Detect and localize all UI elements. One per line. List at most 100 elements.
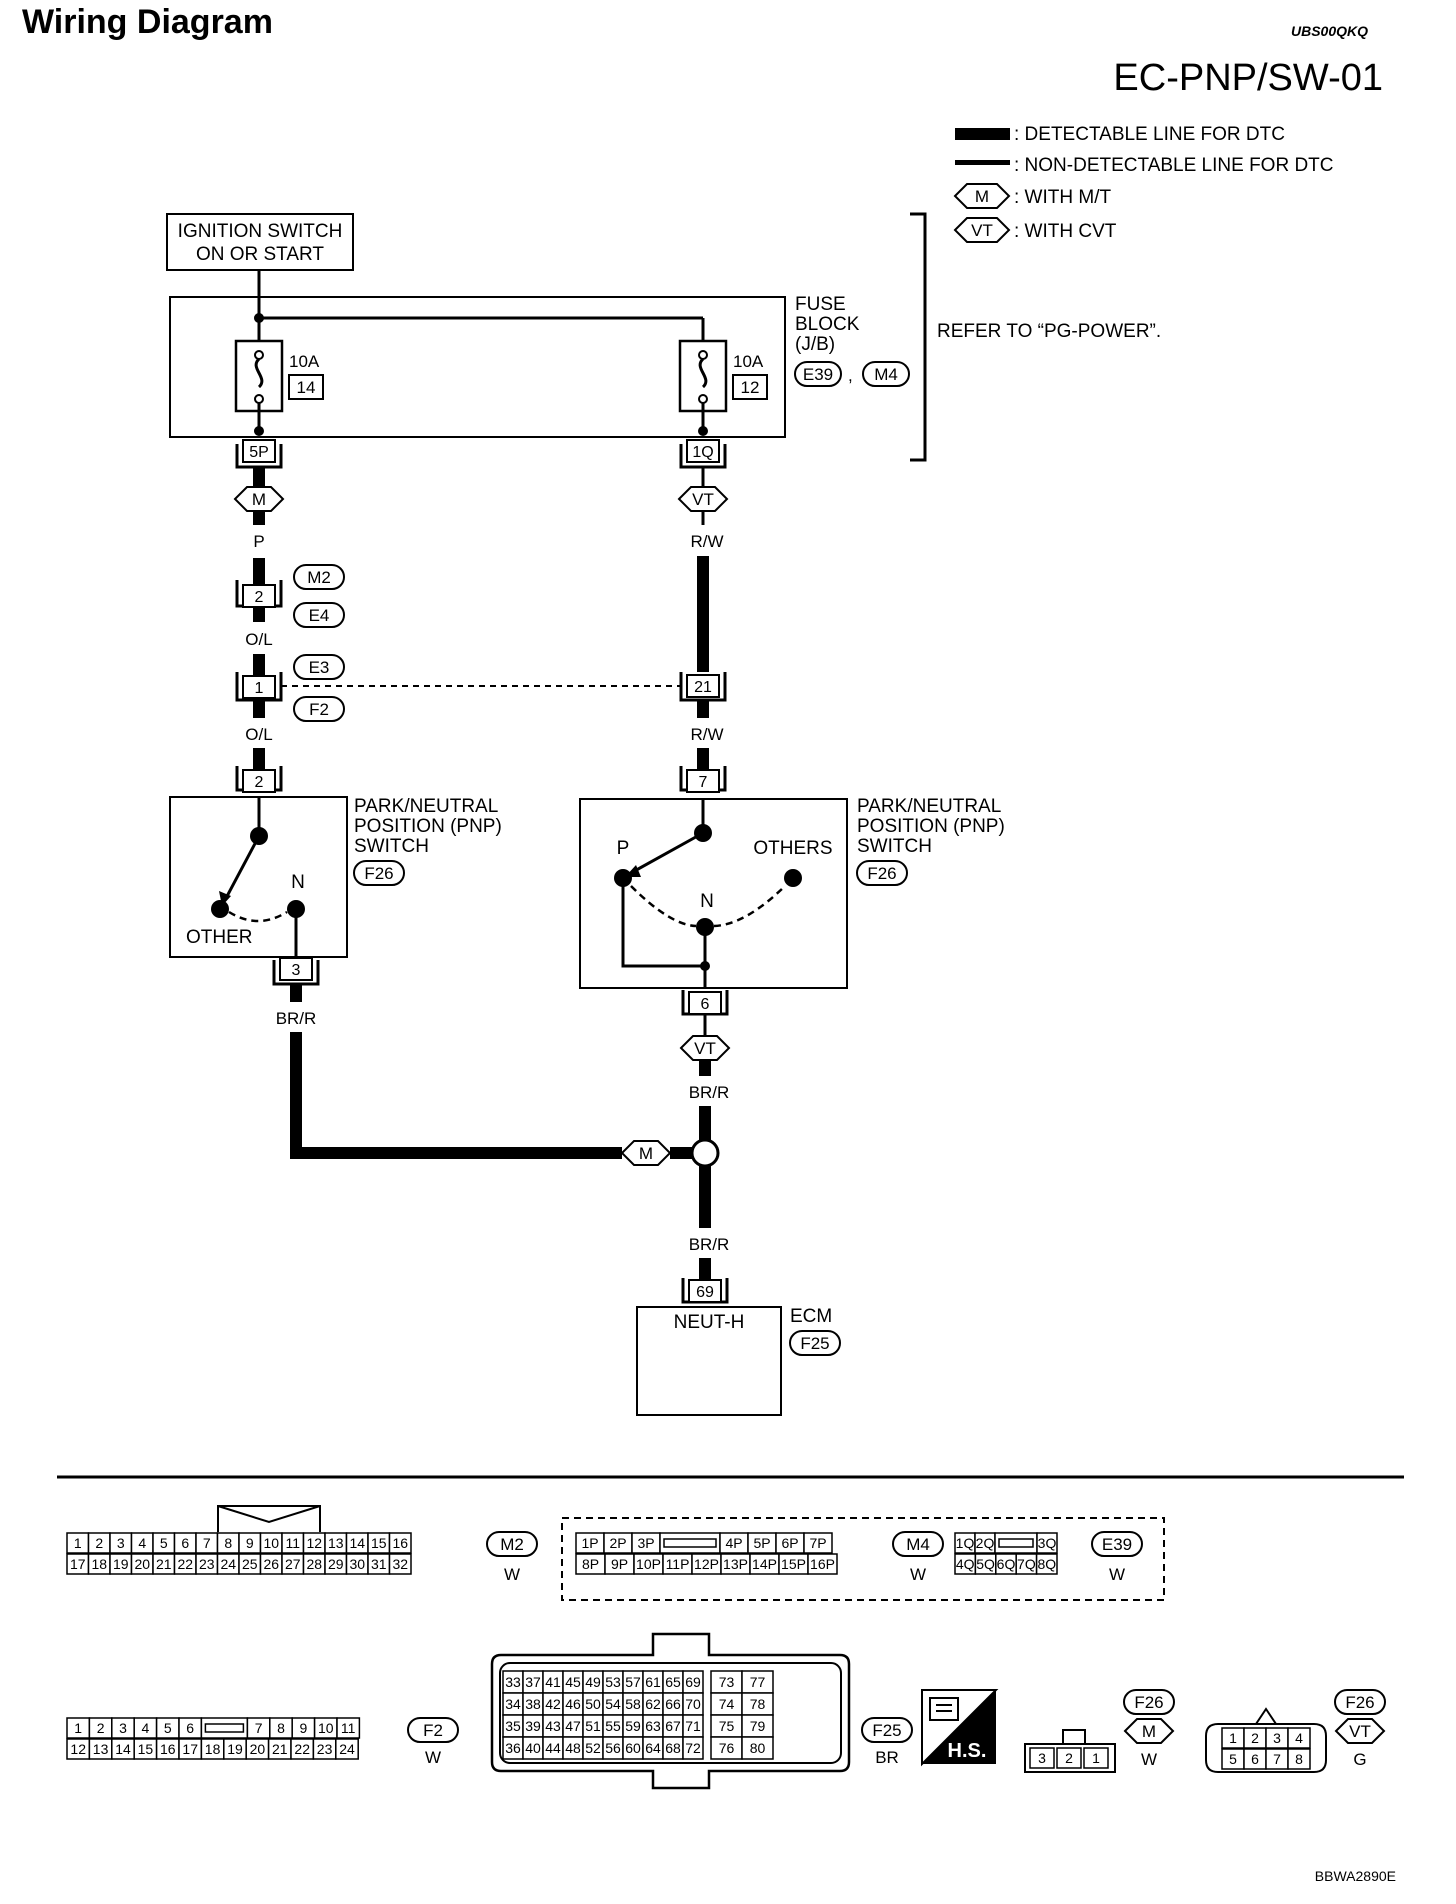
- pin-number: 49: [585, 1674, 601, 1690]
- fuse-left-number: 14: [297, 378, 316, 397]
- ecm-conn: F25: [800, 1334, 829, 1353]
- ignition-line1: IGNITION SWITCH: [178, 221, 343, 242]
- connector-f26-mt-color: W: [1141, 1750, 1157, 1769]
- pin-number: 15P: [781, 1556, 806, 1572]
- pin-cell: [1036, 1532, 1058, 1554]
- pnp-cvt-title1: PARK/NEUTRAL: [857, 796, 1001, 817]
- pin-number: 13: [328, 1535, 344, 1551]
- pin-number: 6P: [781, 1535, 798, 1551]
- pin-number: 28: [306, 1556, 322, 1572]
- pin-number: 8Q: [1037, 1556, 1056, 1572]
- pin-number: 71: [685, 1718, 701, 1734]
- pin-number: 3P: [637, 1535, 654, 1551]
- pnp-cvt-pos-p: P: [617, 838, 630, 859]
- left-conn-b1: E3: [309, 658, 330, 677]
- pin-number: 24: [220, 1556, 236, 1572]
- pin-number: 79: [750, 1718, 766, 1734]
- legend-cvt-tag-label: VT: [971, 221, 993, 240]
- pin-number: 1: [1229, 1730, 1237, 1746]
- pin-number: 65: [665, 1674, 681, 1690]
- pin-number: 57: [625, 1674, 641, 1690]
- pnp-cvt-title3: SWITCH: [857, 836, 932, 857]
- pin-number: 14: [115, 1741, 131, 1757]
- pin-number: 2: [1251, 1730, 1259, 1746]
- pin-number: 80: [750, 1740, 766, 1756]
- fuse-block-label2: BLOCK: [795, 314, 860, 335]
- pin-number: 26: [263, 1556, 279, 1572]
- pin-number: 32: [392, 1556, 408, 1572]
- pin-number: 2: [95, 1535, 103, 1551]
- pin-cell: [1029, 1747, 1055, 1769]
- pin-number: 12: [306, 1535, 322, 1551]
- pin-number: 10P: [636, 1556, 661, 1572]
- pin-number: 7: [1273, 1751, 1281, 1767]
- lock-key-slot: [204, 1723, 245, 1733]
- pin-cell: [1083, 1747, 1109, 1769]
- pin-cell: [388, 1553, 412, 1575]
- pin-number: 68: [665, 1740, 681, 1756]
- pin-number: 64: [645, 1740, 661, 1756]
- pin-number: 4Q: [956, 1556, 975, 1572]
- hs-text: H.S.: [948, 1740, 987, 1762]
- pin-number: 4: [1295, 1730, 1303, 1746]
- pin-number: 12: [70, 1741, 86, 1757]
- page-title: Wiring Diagram: [22, 3, 273, 41]
- pnp-switch-mt: N OTHER PARK/NEUTRAL POSITION (PNP) SWIT…: [169, 796, 622, 1159]
- hs-badge: H.S.: [921, 1689, 999, 1767]
- figure-code: BBWA2890E: [1315, 1868, 1396, 1884]
- pin-number: 3Q: [1038, 1535, 1057, 1551]
- pin-number: 3: [117, 1535, 125, 1551]
- pin-number: 43: [545, 1718, 561, 1734]
- pin-number: 70: [685, 1696, 701, 1712]
- left-wire4-color: BR/R: [276, 1009, 317, 1028]
- pin-number: 11: [341, 1720, 356, 1736]
- pin-number: 18: [205, 1741, 221, 1757]
- right-pin-b: 21: [694, 679, 712, 696]
- pin-number: 21: [272, 1741, 288, 1757]
- pin-number: 34: [505, 1696, 521, 1712]
- legend: : DETECTABLE LINE FOR DTC : NON-DETECTAB…: [953, 124, 1334, 243]
- pin-number: 20: [134, 1556, 150, 1572]
- pin-number: 15: [371, 1535, 387, 1551]
- left-wire-path: 5P M P 2 M2 E4 O/L 1 E3 F2 O/L 2: [233, 439, 680, 793]
- pin-cell: [388, 1532, 412, 1554]
- pnp-mt-title2: POSITION (PNP): [354, 816, 502, 837]
- pin-cell: [1035, 1553, 1058, 1575]
- pin-number: 59: [625, 1718, 641, 1734]
- pin-cell: [741, 1736, 774, 1760]
- pin-number: 27: [285, 1556, 301, 1572]
- pnp-mt-pos-other: OTHER: [186, 927, 253, 948]
- pin-number: 76: [719, 1740, 735, 1756]
- right-wire2-color: R/W: [690, 725, 723, 744]
- pin-number: 6: [1251, 1751, 1259, 1767]
- connector-f26-cvt-color: G: [1353, 1750, 1366, 1769]
- connector-f26-cvt-tag: VT: [1349, 1722, 1371, 1741]
- junction-mt-tag-label: M: [639, 1144, 653, 1163]
- pin-number: 31: [371, 1556, 387, 1572]
- pin-number: 7P: [809, 1535, 826, 1551]
- pin-number: 21: [156, 1556, 172, 1572]
- legend-cvt-tag: [953, 217, 1011, 243]
- legend-detectable-text: : DETECTABLE LINE FOR DTC: [1014, 124, 1285, 145]
- pin-number: 73: [719, 1674, 735, 1690]
- connector-e39-id: E39: [1102, 1535, 1132, 1554]
- pnp-mt-pos-n: N: [291, 872, 305, 893]
- pin-number: 39: [525, 1718, 541, 1734]
- right-cvt-tag: [677, 486, 729, 512]
- doc-code: UBS00QKQ: [1291, 23, 1368, 39]
- right-cvt-tag2-label: VT: [694, 1039, 716, 1058]
- detectable-line-sample: [955, 128, 1010, 140]
- pin-number: 6: [181, 1535, 189, 1551]
- pin-number: 7Q: [1017, 1556, 1036, 1572]
- pnp-cvt-conn: F26: [867, 864, 896, 883]
- legend-non-detectable-text: : NON-DETECTABLE LINE FOR DTC: [1014, 155, 1334, 176]
- pin-number: 6: [186, 1720, 194, 1736]
